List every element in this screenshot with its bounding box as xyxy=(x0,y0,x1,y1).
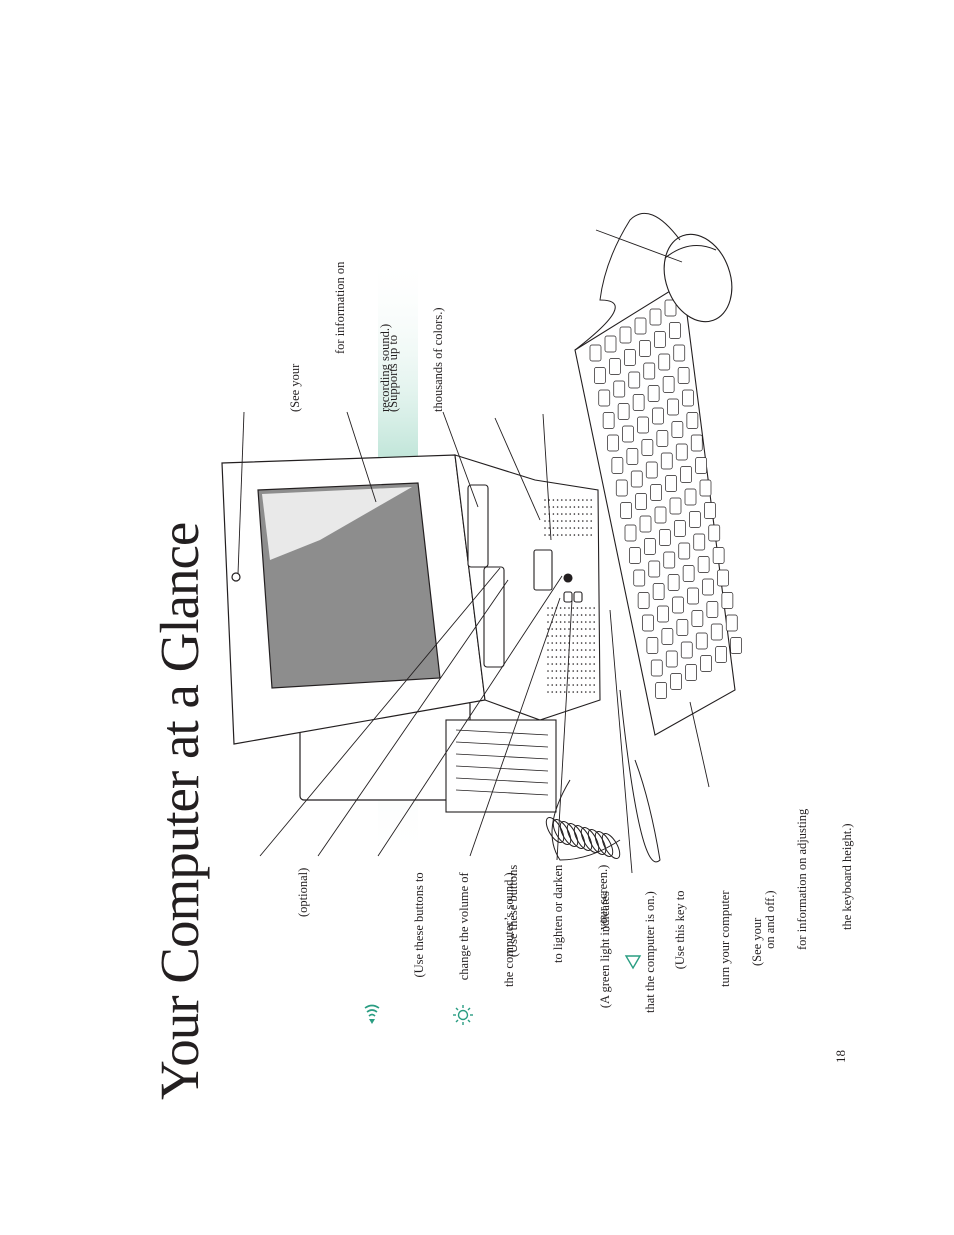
page-number: 18 xyxy=(833,1050,848,1063)
speaker-grille xyxy=(544,499,595,693)
page-title: Your Computer at a Glance xyxy=(149,522,210,1100)
callout-cd: (optional) xyxy=(266,868,326,917)
callout-line: the keyboard height.) xyxy=(840,823,854,930)
callout-line: for information on adjusting xyxy=(795,808,809,950)
callout-line: (Use these buttons xyxy=(506,864,520,958)
cpu-vents xyxy=(455,729,549,796)
mouse-drawing xyxy=(663,233,733,323)
keyboard-keys xyxy=(589,299,742,699)
coiled-cord xyxy=(545,817,621,859)
sound-waves-icon xyxy=(364,1004,380,1024)
leader-lines xyxy=(237,229,710,874)
monitor-drawing xyxy=(221,454,486,801)
callout-line: thousands of colors.) xyxy=(431,307,445,413)
callout-line: (See your xyxy=(750,917,764,966)
callout-line: (A green light indicates xyxy=(598,891,612,1009)
callout-line: (See your xyxy=(288,363,302,412)
sun-icon xyxy=(453,1005,473,1025)
callout-line: (Use this key to xyxy=(673,890,687,970)
callout-line: (Use these buttons to xyxy=(412,872,426,978)
triangle-power-key-icon xyxy=(624,955,642,970)
callout-keyboard: (See your for information on adjusting t… xyxy=(720,809,870,966)
callout-line: (Supports up to xyxy=(386,334,400,412)
callout-monitor: (Supports up to thousands of colors.) xyxy=(356,308,461,413)
callout-line: for information on xyxy=(333,261,347,354)
callout-line: (optional) xyxy=(296,867,310,917)
callout-line: change the volume of xyxy=(457,872,471,981)
callout-line: to lighten or darken xyxy=(551,864,565,963)
